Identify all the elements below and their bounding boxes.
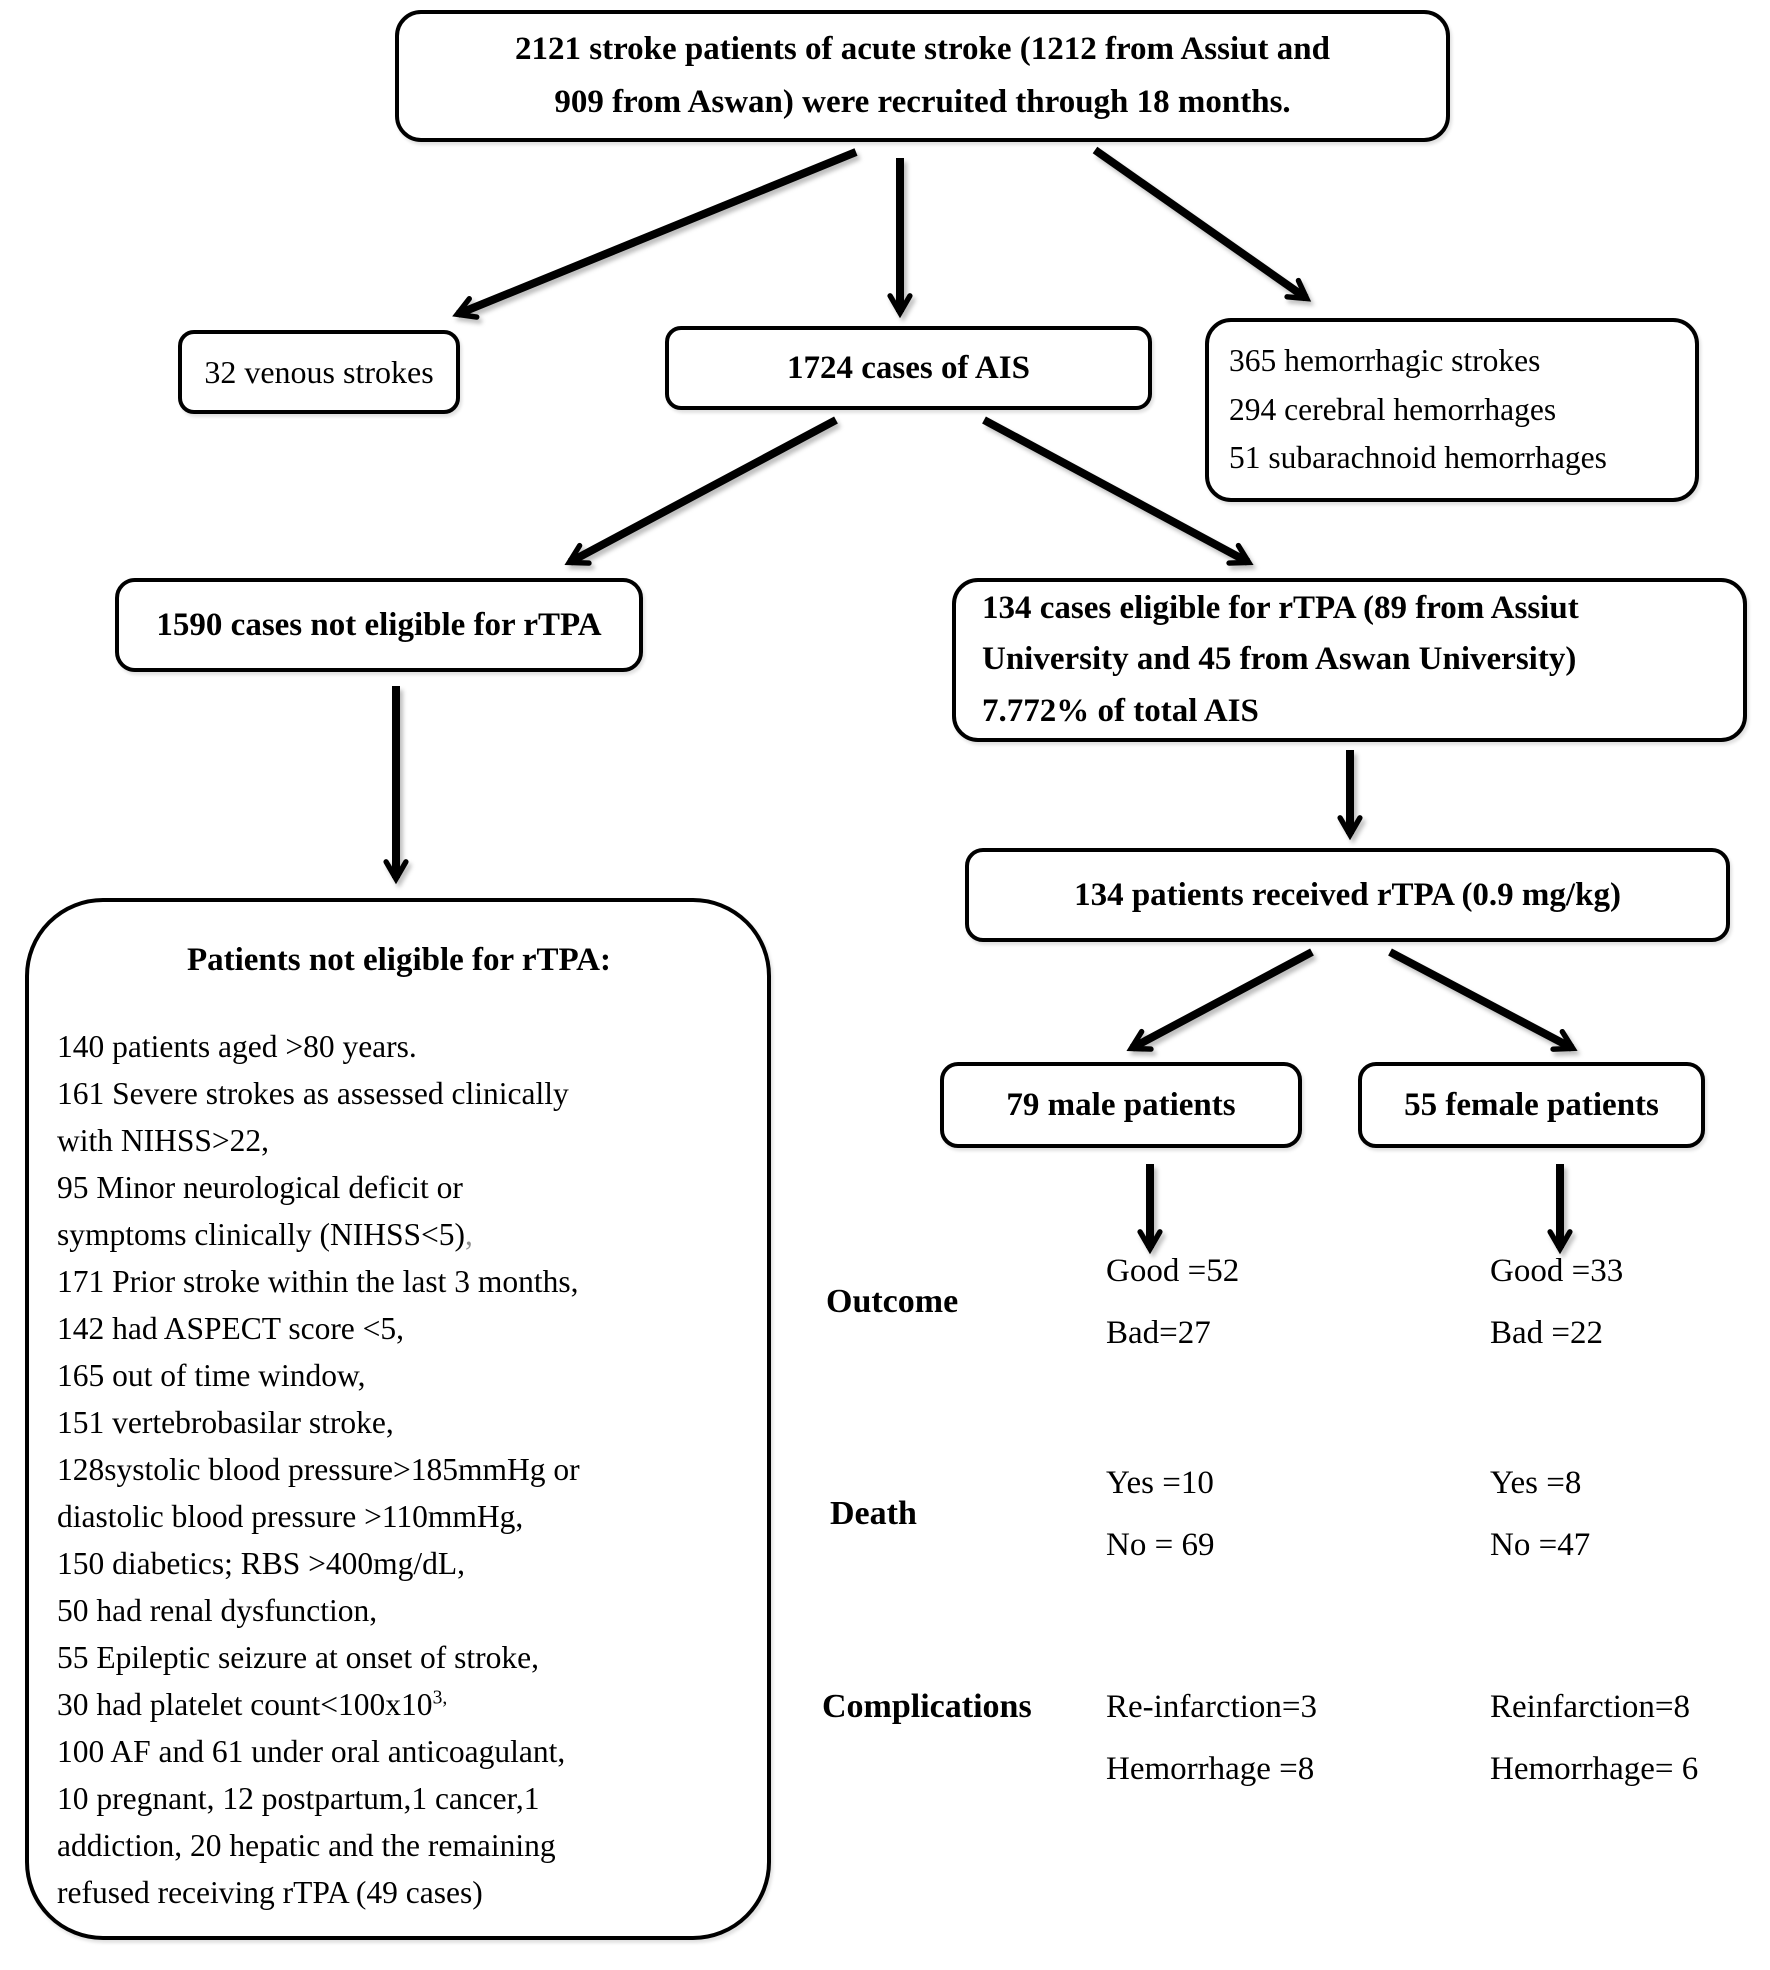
hemorrhagic-line3: 51 subarachnoid hemorrhages: [1229, 440, 1607, 476]
hemorrhagic-line2: 294 cerebral hemorrhages: [1229, 391, 1557, 427]
exclusion-line-nihss: symptoms clinically (NIHSS<5),: [57, 1211, 741, 1258]
exclusion-line: 50 had renal dysfunction,: [57, 1593, 378, 1628]
female-outcome-values: Good =33 Bad =22: [1490, 1240, 1623, 1364]
exclusion-line: 95 Minor neurological deficit or: [57, 1170, 463, 1205]
received-box: 134 patients received rTPA (0.9 mg/kg): [965, 848, 1730, 942]
eligible-box: 134 cases eligible for rTPA (89 from Ass…: [952, 578, 1747, 742]
male-text: 79 male patients: [1006, 1086, 1236, 1123]
female-outcome-good: Good =33: [1490, 1253, 1624, 1289]
complications-label: Complications: [822, 1688, 1032, 1725]
received-text: 134 patients received rTPA (0.9 mg/kg): [1074, 876, 1621, 913]
exclusion-line: 100 AF and 61 under oral anticoagulant,: [57, 1734, 566, 1769]
venous-box: 32 venous strokes: [178, 330, 460, 414]
not-eligible-text: 1590 cases not eligible for rTPA: [156, 606, 602, 643]
male-death-yes: Yes =10: [1106, 1465, 1214, 1501]
arrow-received-to-female: [1388, 948, 1578, 1052]
exclusion-line: 161 Severe strokes as assessed clinicall…: [57, 1076, 569, 1111]
exclusion-line: 150 diabetics; RBS >400mg/dL,: [57, 1546, 466, 1581]
exclusion-line: diastolic blood pressure >110mmHg,: [57, 1499, 524, 1534]
male-outcome-bad: Bad=27: [1106, 1315, 1211, 1351]
female-complications-reinfarction: Reinfarction=8: [1490, 1689, 1691, 1725]
exclusion-line: 142 had ASPECT score <5,: [57, 1311, 405, 1346]
female-complications-hemorrhage: Hemorrhage= 6: [1490, 1751, 1699, 1787]
exclusion-line: 140 patients aged >80 years.: [57, 1029, 417, 1064]
female-death-no: No =47: [1490, 1527, 1591, 1563]
exclusion-line: 171 Prior stroke within the last 3 month…: [57, 1264, 579, 1299]
arrow-recruited-to-hemorrhagic: [1092, 146, 1312, 302]
female-box: 55 female patients: [1358, 1062, 1705, 1148]
female-text: 55 female patients: [1404, 1086, 1659, 1123]
arrow-ais-to-not-eligible: [564, 416, 838, 566]
outcome-label: Outcome: [826, 1283, 959, 1320]
exclusion-line: with NIHSS>22,: [57, 1123, 270, 1158]
exclusion-line: 151 vertebrobasilar stroke,: [57, 1405, 394, 1440]
venous-text: 32 venous strokes: [204, 353, 434, 390]
not-eligible-box: 1590 cases not eligible for rTPA: [115, 578, 643, 672]
death-label: Death: [830, 1495, 917, 1532]
recruited-text-line1: 2121 stroke patients of acute stroke (12…: [515, 30, 1330, 67]
eligible-line1: 134 cases eligible for rTPA (89 from Ass…: [982, 590, 1579, 627]
exclusion-line: addiction, 20 hepatic and the remaining: [57, 1828, 556, 1863]
exclusions-title: Patients not eligible for rTPA:: [186, 942, 612, 978]
exclusion-line: 128systolic blood pressure>185mmHg or: [57, 1452, 580, 1487]
recruited-box: 2121 stroke patients of acute stroke (12…: [395, 10, 1450, 142]
gray-comma: ,: [465, 1217, 473, 1252]
exclusion-line: 10 pregnant, 12 postpartum,1 cancer,1: [57, 1781, 540, 1816]
male-outcome-good: Good =52: [1106, 1253, 1240, 1289]
arrow-recruited-to-venous: [452, 148, 858, 320]
female-outcome-bad: Bad =22: [1490, 1315, 1604, 1351]
male-complications-hemorrhage: Hemorrhage =8: [1106, 1751, 1315, 1787]
male-death-values: Yes =10 No = 69: [1106, 1452, 1214, 1576]
exclusions-box: Patients not eligible for rTPA: 140 pati…: [25, 898, 771, 1940]
exclusion-line-nihss-text: symptoms clinically (NIHSS<5): [57, 1217, 465, 1252]
male-complications-reinfarction: Re-infarction=3: [1106, 1689, 1318, 1725]
arrow-received-to-male: [1126, 948, 1314, 1052]
male-outcome-values: Good =52 Bad=27: [1106, 1240, 1239, 1364]
ais-box: 1724 cases of AIS: [665, 326, 1152, 410]
female-death-yes: Yes =8: [1490, 1465, 1582, 1501]
female-death-values: Yes =8 No =47: [1490, 1452, 1590, 1576]
hemorrhagic-box: 365 hemorrhagic strokes 294 cerebral hem…: [1205, 318, 1699, 502]
exclusion-line: refused receiving rTPA (49 cases): [57, 1875, 483, 1910]
ais-text: 1724 cases of AIS: [787, 349, 1030, 386]
exclusion-line-platelet-text: 30 had platelet count<100x10: [57, 1687, 433, 1722]
exclusions-list: 140 patients aged >80 years. 161 Severe …: [57, 1023, 741, 1916]
male-box: 79 male patients: [940, 1062, 1302, 1148]
recruited-text-line2: 909 from Aswan) were recruited through 1…: [554, 84, 1291, 120]
exclusion-line-platelet: 30 had platelet count<100x103,: [57, 1681, 741, 1728]
male-death-no: No = 69: [1106, 1527, 1215, 1563]
hemorrhagic-line1: 365 hemorrhagic strokes: [1229, 342, 1541, 378]
female-complications-values: Reinfarction=8 Hemorrhage= 6: [1490, 1676, 1698, 1800]
male-complications-values: Re-infarction=3 Hemorrhage =8: [1106, 1676, 1317, 1800]
platelet-superscript: 3,: [432, 1687, 448, 1709]
exclusion-line: 55 Epileptic seizure at onset of stroke,: [57, 1640, 539, 1675]
eligible-line3: 7.772% of total AIS: [982, 692, 1259, 729]
exclusion-line: 165 out of time window,: [57, 1358, 366, 1393]
eligible-line2: University and 45 from Aswan University): [982, 641, 1577, 678]
